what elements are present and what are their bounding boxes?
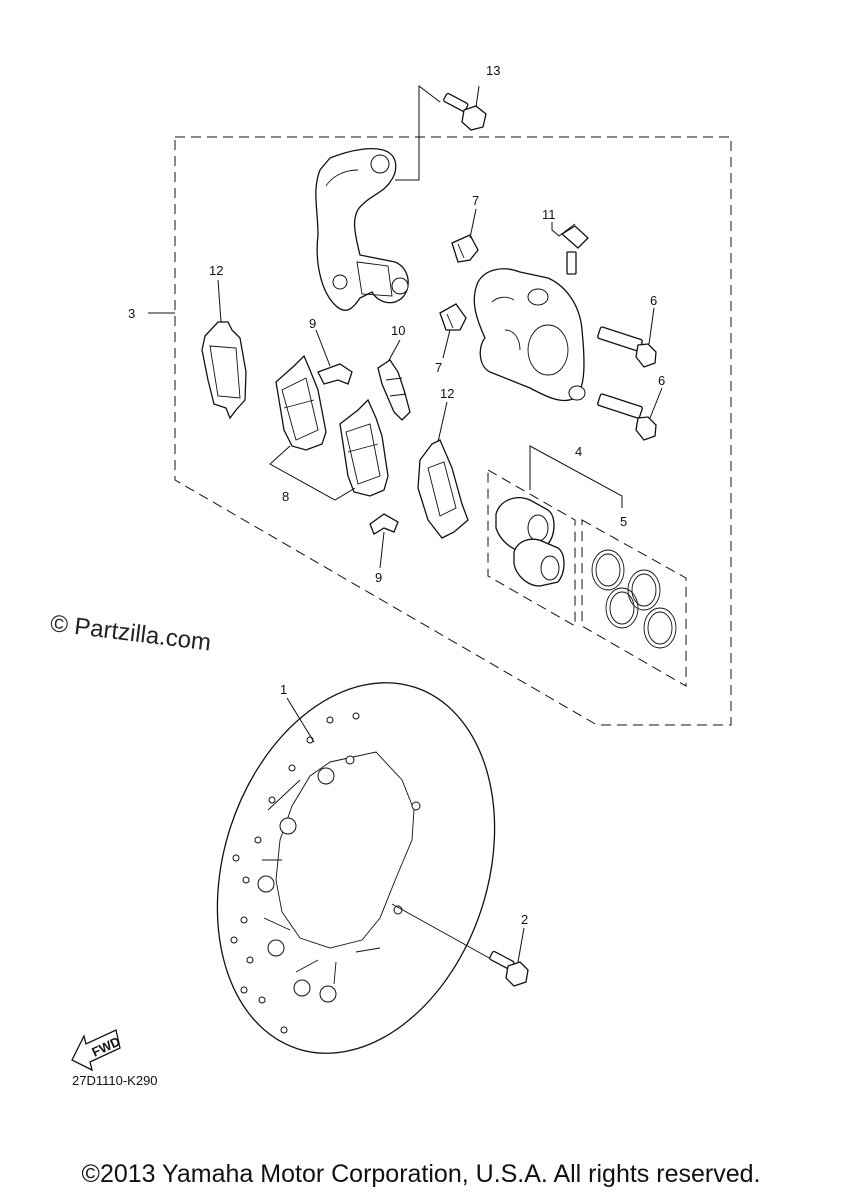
caliper-bracket [315, 148, 409, 311]
leader-7a [469, 208, 477, 239]
part-9-pad-spring-upper [317, 363, 353, 385]
callout-6: 6 [650, 293, 657, 308]
callout-5: 5 [620, 514, 627, 529]
part-1-brake-disc [216, 682, 496, 1054]
part-13-bolt [395, 84, 487, 181]
part-8-brake-pad-left [275, 354, 327, 451]
callout-13: 13 [486, 63, 500, 78]
part-9-pad-spring-lower [369, 513, 399, 535]
part-5-seals [581, 519, 687, 687]
part-4-pistons [487, 445, 623, 627]
part-6-bolt-lower [597, 393, 657, 441]
fwd-arrow-icon: FWD [71, 1029, 123, 1072]
callout-9: 9 [309, 316, 316, 331]
leader-12a [217, 279, 222, 323]
part-2-disc-bolt [391, 903, 529, 987]
part-8-leader [269, 445, 356, 501]
fwd-label: FWD [89, 1034, 122, 1060]
part-7-pin-boot-lower [439, 303, 467, 331]
callout-7: 7 [472, 193, 479, 208]
callout-10: 10 [391, 323, 405, 338]
part-7-pin-boot-upper [451, 234, 479, 263]
callout-1: 1 [280, 682, 287, 697]
leader-12b [437, 401, 448, 443]
leader-10 [387, 339, 401, 363]
callout-3: 3 [128, 306, 135, 321]
leader-9a [315, 329, 331, 367]
callout-8: 8 [282, 489, 289, 504]
diagram-reference-code: 27D1110-K290 [72, 1073, 158, 1088]
part-11-bleed-valve [551, 222, 589, 275]
callout-4: 4 [575, 444, 582, 459]
disc-holes [230, 712, 421, 1034]
leader-6a [648, 307, 655, 345]
callout-6: 6 [658, 373, 665, 388]
part-10-pad-retainer [377, 359, 411, 421]
part-12-pad-shim-right [417, 439, 469, 539]
part-6-bolt-upper [597, 326, 657, 368]
leader-7b [442, 329, 451, 359]
callout-2: 2 [521, 912, 528, 927]
part-8-brake-pad-right [339, 398, 389, 497]
caliper-body [473, 268, 586, 402]
leader-6b [649, 387, 663, 419]
part-12-pad-shim-left [201, 321, 247, 420]
callout-7: 7 [435, 360, 442, 375]
callout-11: 11 [542, 207, 556, 222]
leader-1 [286, 697, 315, 743]
copyright-notice: ©2013 Yamaha Motor Corporation, U.S.A. A… [81, 1160, 761, 1188]
callout-12: 12 [209, 263, 223, 278]
callout-9: 9 [375, 570, 382, 585]
leader-9b [379, 531, 385, 569]
callout-12: 12 [440, 386, 454, 401]
